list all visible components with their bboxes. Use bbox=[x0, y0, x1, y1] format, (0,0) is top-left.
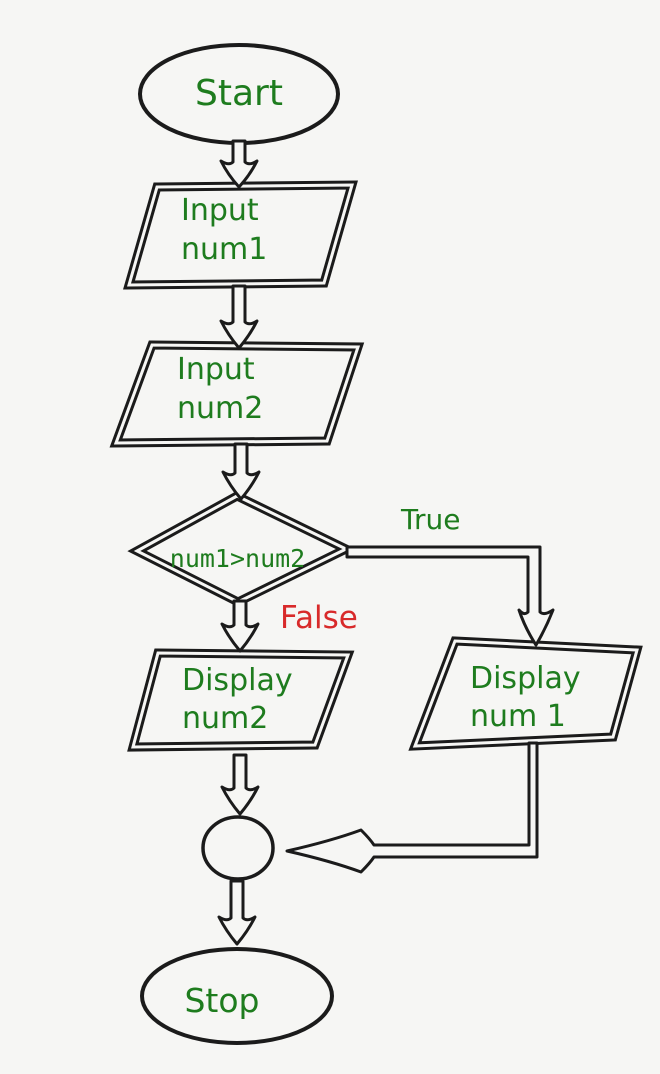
display-num1-line2: num 1 bbox=[470, 699, 566, 734]
display-num2-parallelogram bbox=[127, 648, 355, 752]
arrow-input1-to-input2 bbox=[219, 284, 259, 350]
input-num1-label: Input num1 bbox=[181, 191, 267, 269]
display-num2-label: Display num2 bbox=[182, 662, 293, 738]
true-branch-label: True bbox=[401, 503, 461, 536]
arrow-false-to-display2 bbox=[220, 599, 260, 653]
display-num2-line1: Display bbox=[182, 663, 293, 698]
stop-terminator-shape bbox=[140, 947, 334, 1045]
display-num2-line2: num2 bbox=[182, 701, 269, 736]
input-num1-line2: num1 bbox=[181, 232, 268, 267]
input-num1-parallelogram bbox=[123, 180, 358, 290]
arrow-display1-to-connector bbox=[285, 741, 539, 874]
input-num2-line2: num2 bbox=[177, 391, 264, 426]
join-connector-circle bbox=[201, 815, 275, 881]
arrow-start-to-input1 bbox=[219, 139, 259, 189]
arrow-connector-to-stop bbox=[217, 879, 257, 946]
decision-label: num1>num2 bbox=[169, 544, 306, 573]
display-num1-line1: Display bbox=[470, 661, 581, 696]
input-num2-label: Input num2 bbox=[177, 350, 263, 428]
start-label: Start bbox=[195, 73, 283, 114]
display-num1-label: Display num 1 bbox=[470, 660, 581, 736]
arrow-input2-to-decision bbox=[221, 442, 261, 501]
stop-label: Stop bbox=[184, 981, 260, 1020]
arrow-true-to-display1 bbox=[345, 545, 555, 647]
input-num2-parallelogram bbox=[109, 340, 365, 448]
input-num2-line1: Input bbox=[177, 352, 255, 387]
arrow-display2-to-connector bbox=[220, 753, 260, 816]
display-num1-parallelogram bbox=[408, 636, 643, 751]
input-num1-line1: Input bbox=[181, 193, 259, 228]
false-branch-label: False bbox=[280, 600, 358, 636]
